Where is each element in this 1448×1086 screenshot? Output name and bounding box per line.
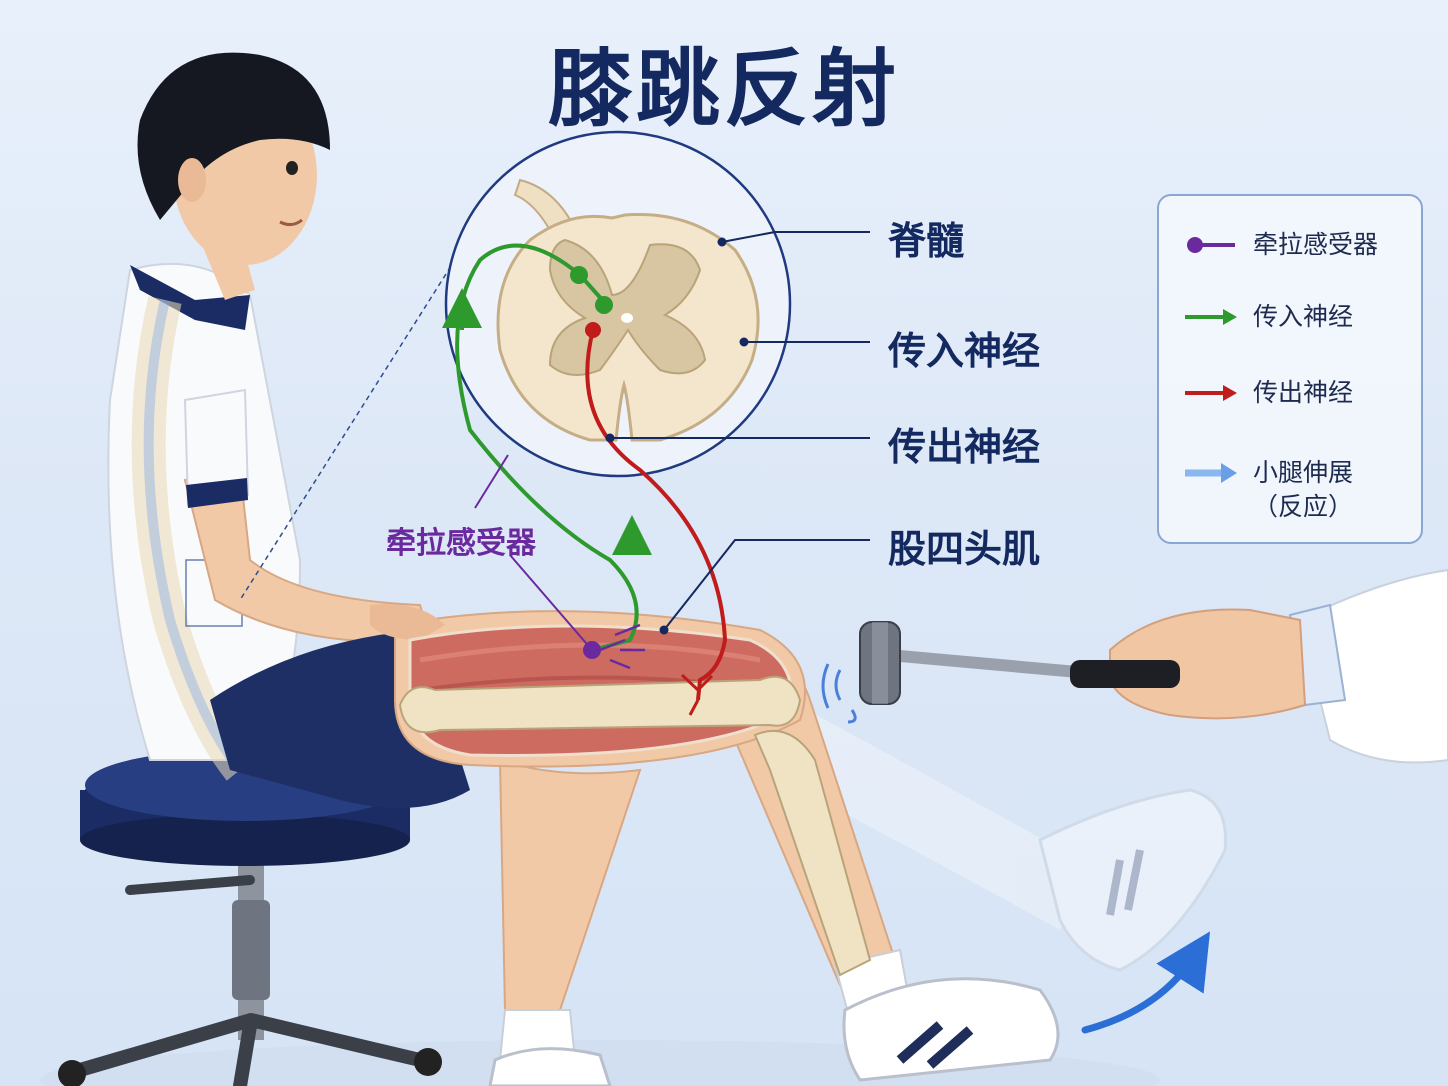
label-quadriceps: 股四头肌 <box>888 527 1041 571</box>
legend-text: 牵拉感受器 <box>1253 230 1379 259</box>
legend-text: 传入神经 <box>1253 302 1354 331</box>
spine-overlay <box>131 296 254 781</box>
spinal-cord-magnifier <box>442 130 792 716</box>
label-stretch-receptor: 牵拉感受器 <box>386 526 536 561</box>
green-arrow-icon <box>1185 309 1237 325</box>
blue-arrow-icon <box>1185 463 1237 483</box>
leader-lines <box>474 231 870 651</box>
legend-item-efferent: 传出神经 <box>1159 368 1425 418</box>
label-spinal-cord: 脊髓 <box>888 219 965 263</box>
label-afferent-nerve: 传入神经 <box>888 329 1041 373</box>
doctor-hand-hammer <box>821 568 1448 764</box>
page-title: 膝跳反射 <box>547 40 900 138</box>
legend: 牵拉感受器 传入神经 传出神经 小腿伸展（反应） <box>1157 194 1423 544</box>
dot-line-icon <box>1187 237 1235 253</box>
legend-item-receptor: 牵拉感受器 <box>1159 220 1425 270</box>
red-arrow-icon <box>1185 385 1237 401</box>
legend-text: 传出神经 <box>1253 378 1354 407</box>
legend-item-afferent: 传入神经 <box>1159 292 1425 342</box>
label-efferent-nerve: 传出神经 <box>888 425 1041 469</box>
legend-text: 小腿伸展（反应） <box>1253 458 1354 521</box>
response-arrow <box>1081 931 1211 1034</box>
legend-item-response: 小腿伸展（反应） <box>1159 448 1425 528</box>
